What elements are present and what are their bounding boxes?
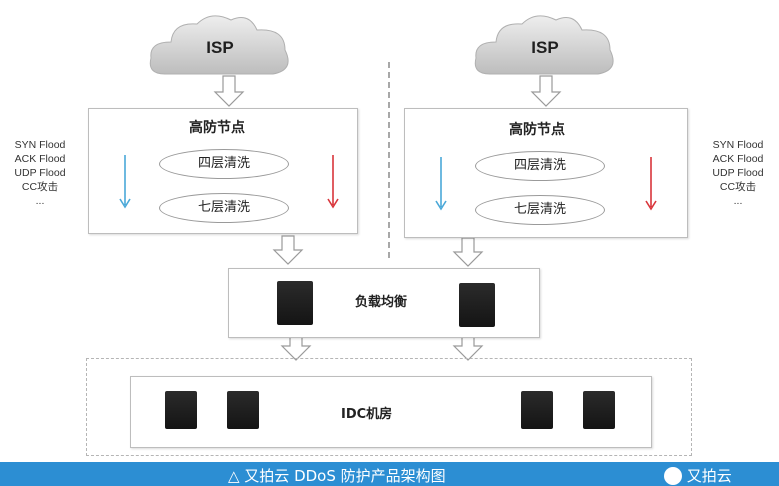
node-title-left: 高防节点 [189,120,245,136]
arrow-isp-to-node-left [213,75,245,107]
attack-item: CC攻击 [719,181,757,193]
outbound-arrow-right [645,157,657,211]
attack-item: SYN Flood [14,139,66,151]
server-icon [459,283,495,327]
idc-label: IDC机房 [341,407,393,422]
server-icon [227,391,259,429]
server-icon [583,391,615,429]
attack-item: CC攻击 [21,181,59,193]
cloud-icon [474,15,614,75]
attack-item: ... [35,195,45,207]
layer4-scrub-right: 四层清洗 [475,151,605,181]
attack-item: ACK Flood [712,153,764,165]
arrow-isp-to-node-right [530,75,562,107]
server-icon [521,391,553,429]
cloud-icon [149,15,289,75]
node-title-right: 高防节点 [509,122,565,138]
attack-list-left: SYN Flood ACK Flood UDP Flood CC攻击 ... [2,138,78,208]
layer7-scrub-left: 七层清洗 [159,193,289,223]
arrow-node-to-lb-right [452,237,484,267]
inbound-arrow-left [119,155,131,209]
defense-node-right: 高防节点 四层清洗 七层清洗 [404,108,688,238]
layer4-scrub-left: 四层清洗 [159,149,289,179]
isp-label-right: ISP [531,38,559,57]
brand-name: 又拍云 [686,467,732,485]
attack-item: ... [733,195,743,207]
isp-label-left: ISP [206,38,234,57]
server-icon [277,281,313,325]
brand-icon [664,466,682,485]
load-balancer-box: 负载均衡 [228,268,540,338]
idc-box: IDC机房 [130,376,652,448]
arrow-node-to-lb-left [272,235,304,265]
attack-list-right: SYN Flood ACK Flood UDP Flood CC攻击 ... [700,138,776,208]
layer7-scrub-right: 七层清洗 [475,195,605,225]
footer-bar: △ 又拍云 DDoS 防护产品架构图 又拍云 [0,462,779,486]
inbound-arrow-right [435,157,447,211]
idc-outer-dashed [86,358,692,456]
attack-item: ACK Flood [14,153,66,165]
attack-item: UDP Flood [712,167,764,179]
isp-cloud-right: ISP [470,8,620,92]
brand-logo: 又拍云 [664,465,732,486]
load-balancer-label: 负载均衡 [355,295,408,310]
center-divider [388,62,390,258]
attack-item: SYN Flood [712,139,764,151]
attack-item: UDP Flood [14,167,66,179]
footer-caption: △ 又拍云 DDoS 防护产品架构图 [228,467,446,485]
isp-cloud-left: ISP [145,8,295,92]
defense-node-left: 高防节点 四层清洗 七层清洗 [88,108,358,234]
server-icon [165,391,197,429]
outbound-arrow-left [327,155,339,209]
